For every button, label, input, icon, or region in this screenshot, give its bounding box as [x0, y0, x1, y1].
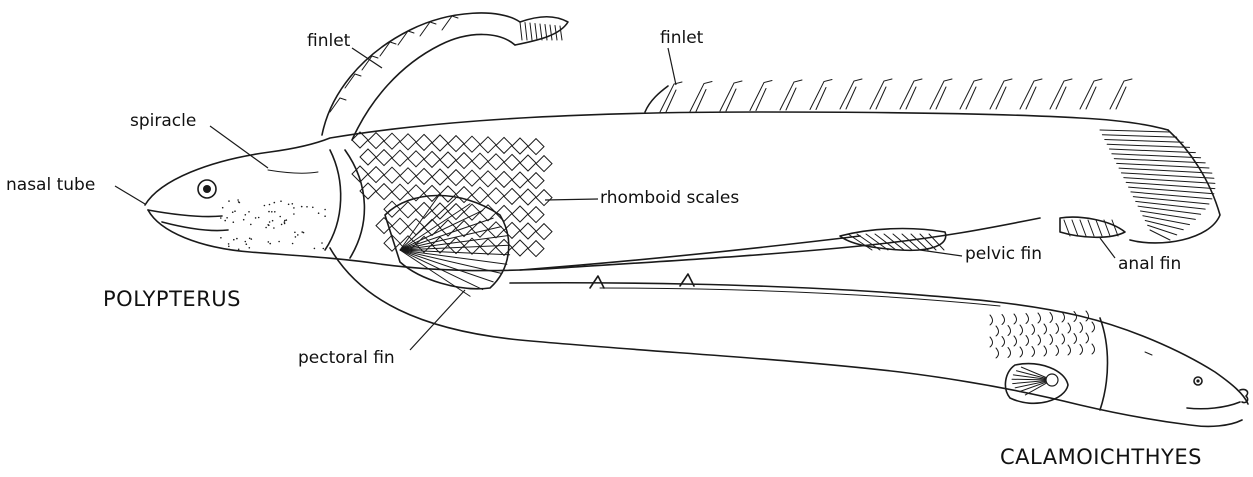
label-spiracle: spiracle: [130, 113, 196, 130]
species-name-calamoichthyes: CALAMOICHTHYES: [1000, 447, 1202, 468]
label-finlet-left: finlet: [307, 33, 350, 50]
label-finlet-right: finlet: [660, 30, 703, 47]
label-nasal-tube: nasal tube: [6, 177, 95, 194]
polypterus-drawing: [145, 13, 1220, 296]
label-rhomboid-scales: rhomboid scales: [600, 190, 739, 207]
label-pelvic-fin: pelvic fin: [965, 246, 1042, 263]
calamoichthyes-drawing: [330, 248, 1248, 426]
species-name-polypterus: POLYPTERUS: [103, 289, 241, 310]
label-pectoral-fin: pectoral fin: [298, 350, 395, 367]
label-anal-fin: anal fin: [1118, 256, 1181, 273]
